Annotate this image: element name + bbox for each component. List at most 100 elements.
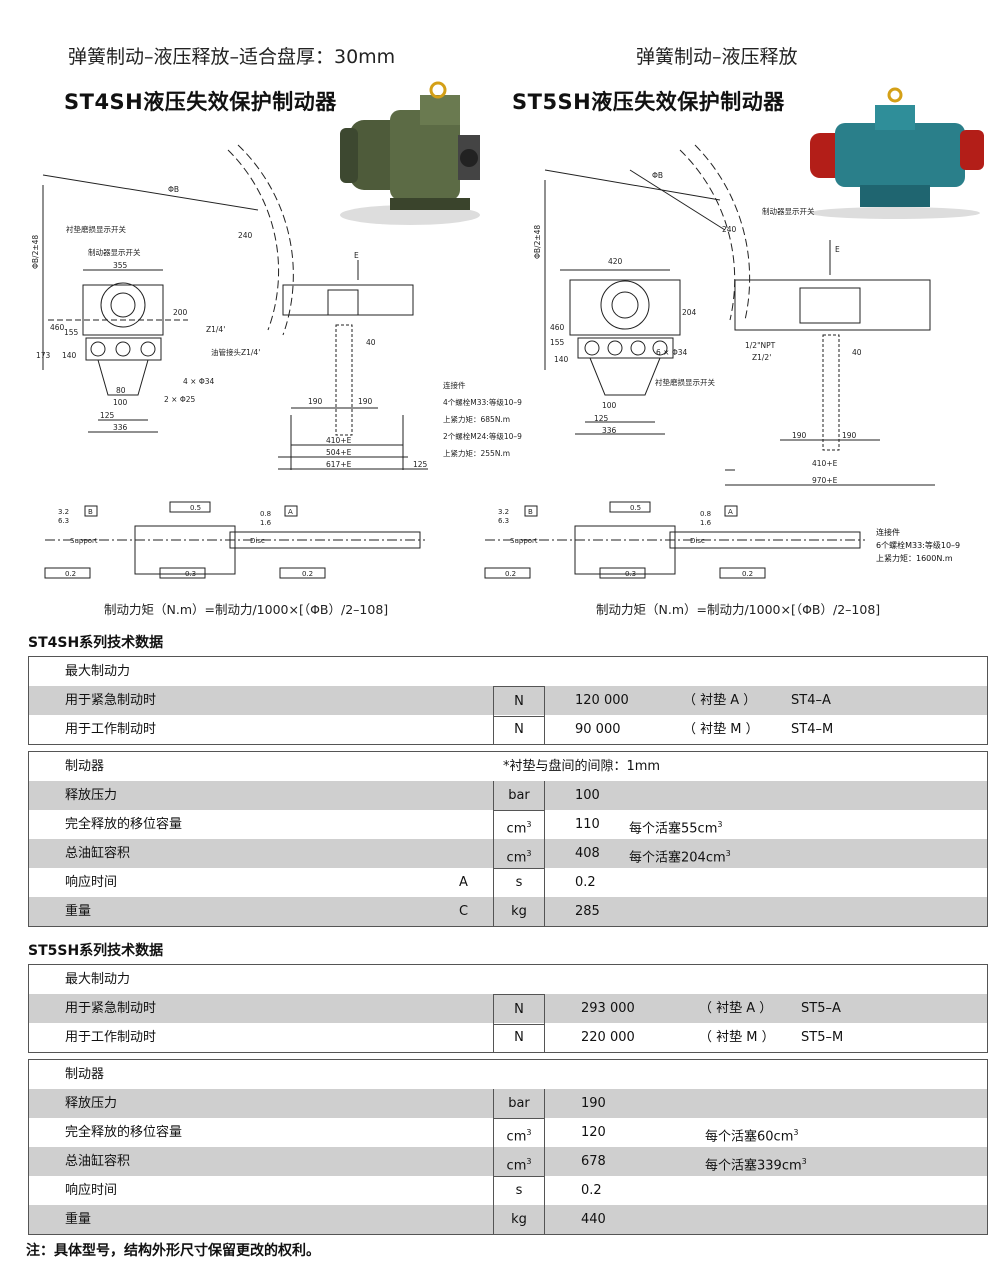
- table-row: 释放压力 bar 190: [29, 1089, 987, 1119]
- row-label: 完全释放的移位容量: [65, 817, 183, 832]
- dim-80: 80: [116, 386, 126, 395]
- dim-e: E: [354, 251, 359, 260]
- st5-tolerance-drawing: 3.2 6.3 B 0.5 0.8 1.6 A Support Disc 0.2…: [484, 501, 865, 579]
- unit-text: cm: [506, 850, 527, 866]
- st4-gap-note: *衬垫与盘间的间隙：1mm: [503, 759, 661, 774]
- row-label: 完全释放的移位容量: [65, 1125, 183, 1140]
- table-row: 总油缸容积 cm3 408 每个活塞204cm3: [29, 839, 987, 869]
- row-pad: （ 衬垫 M ）: [683, 722, 759, 737]
- r-dim-100: 100: [602, 401, 617, 410]
- row-unit: N: [493, 715, 545, 744]
- st4-datum-b: B: [88, 508, 93, 516]
- conn-line-3: 2个螺栓M24:等级10–9: [443, 431, 522, 441]
- r-dim-125: 125: [594, 414, 609, 423]
- r-label-pad-switch: 衬垫磨损显示开关: [655, 377, 715, 387]
- st4-force-table: 最大制动力 用于紧急制动时 N 120 000 （ 衬垫 A ） ST4–A 用…: [28, 656, 988, 745]
- st4-ra-08: 0.8: [260, 510, 271, 518]
- unit-sup: 3: [526, 849, 532, 858]
- st5-connection-notes: 连接件 6个螺栓M33:等级10–9 上紧力矩：1600N.m: [876, 526, 960, 565]
- st4-tol-02-left: 0.2: [65, 570, 76, 578]
- row-value: 120: [581, 1125, 606, 1140]
- note-text: 每个活塞55cm: [629, 821, 718, 837]
- row-unit: kg: [493, 1205, 545, 1234]
- row-code: ST5–A: [801, 1001, 841, 1016]
- st4-ra-63: 6.3: [58, 517, 69, 525]
- dim-190-left: 190: [308, 397, 323, 406]
- dim-2x25: 2 × Φ25: [164, 395, 195, 404]
- dim-240: 240: [238, 231, 253, 240]
- row-label: 总油缸容积: [65, 1154, 131, 1169]
- r-conn-title: 连接件: [876, 528, 900, 537]
- r-dim-140: 140: [554, 355, 569, 364]
- st5-force-header: 最大制动力: [65, 972, 131, 987]
- dim-phi-b: ΦB: [168, 185, 179, 194]
- st4-torque-formula: 制动力矩（N.m）=制动力/1000×[（ΦB）/2–108]: [104, 602, 389, 617]
- r-dim-phi-b: ΦB: [652, 171, 663, 180]
- footnote: 注：具体型号，结构外形尺寸保留更改的权利。: [26, 1243, 320, 1259]
- table-row: 释放压力 bar 100: [29, 781, 987, 811]
- r-dim-240: 240: [722, 225, 737, 234]
- table-row: 重量 kg 440: [29, 1205, 987, 1234]
- row-value: 120 000: [575, 693, 629, 708]
- st5-product-photo: [810, 87, 984, 219]
- st4-tol-02-right: 0.2: [302, 570, 313, 578]
- r-label-brake-switch: 制动器显示开关: [762, 206, 815, 216]
- dim-phi-b2: ΦB/2±48: [31, 235, 40, 269]
- table-row: 重量 C kg 285: [29, 897, 987, 926]
- row-value: 100: [575, 788, 600, 803]
- table-row: 用于工作制动时 N 220 000 （ 衬垫 M ） ST5–M: [29, 1023, 987, 1052]
- conn-line-2: 上紧力矩：685N.m: [443, 414, 510, 424]
- row-label: 响应时间: [65, 875, 118, 890]
- r-dim-970e: 970+E: [812, 476, 838, 485]
- dim-617e: 617+E: [326, 460, 352, 469]
- r-dim-204: 204: [682, 308, 697, 317]
- st4-tolerance-drawing: 3.2 6.3 B 0.5 0.8 1.6 A Support Disc 0.2…: [44, 501, 425, 579]
- conn-title: 连接件: [443, 380, 466, 390]
- table-row: 用于紧急制动时 N 120 000 （ 衬垫 A ） ST4–A: [29, 686, 987, 717]
- st4-disc-label: Disc: [250, 537, 265, 545]
- st4-force-header: 最大制动力: [65, 664, 131, 679]
- left-subtitle: 弹簧制动–液压释放–适合盘厚：30mm: [68, 46, 396, 68]
- row-unit: cm3: [493, 1118, 545, 1148]
- row-unit: cm3: [493, 810, 545, 840]
- unit-text: cm: [506, 1158, 527, 1174]
- row-label: 释放压力: [65, 788, 118, 803]
- st5-technical-drawing: ΦB ΦB/2±48 240 制动器显示开关 420 204 460 155 1…: [533, 144, 935, 486]
- st5-tol-02-right: 0.2: [742, 570, 753, 578]
- row-value: 408: [575, 846, 600, 861]
- st5-tol-02-left: 0.2: [505, 570, 516, 578]
- r-conn-line-2: 上紧力矩：1600N.m: [876, 554, 953, 563]
- row-unit: N: [493, 686, 545, 717]
- st5-torque-formula: 制动力矩（N.m）=制动力/1000×[（ΦB）/2–108]: [596, 602, 881, 617]
- st4-support-label: Support: [70, 537, 98, 545]
- row-mark: C: [459, 904, 469, 919]
- row-value: 678: [581, 1154, 606, 1169]
- st5-disc-label: Disc: [690, 537, 705, 545]
- dim-173: 173: [36, 351, 51, 360]
- note-text: 每个活塞339cm: [705, 1158, 802, 1174]
- r-dim-6x34: 6 × Φ34: [656, 348, 687, 357]
- row-unit: N: [493, 994, 545, 1025]
- st5-force-table: 最大制动力 用于紧急制动时 N 293 000 （ 衬垫 A ） ST5–A 用…: [28, 964, 988, 1053]
- row-label: 用于紧急制动时: [65, 693, 157, 708]
- table-row: 制动器: [29, 1060, 987, 1089]
- row-unit: cm3: [493, 1147, 545, 1177]
- r-dim-40: 40: [852, 348, 862, 357]
- unit-sup: 3: [526, 820, 532, 829]
- unit-sup: 3: [526, 1157, 532, 1166]
- r-dim-phi-b2: ΦB/2±48: [533, 225, 542, 259]
- row-unit: bar: [493, 781, 545, 811]
- label-pad-switch: 衬垫磨损显示开关: [66, 224, 126, 234]
- row-label: 释放压力: [65, 1096, 118, 1111]
- conn-line-1: 4个螺栓M33:等级10–9: [443, 397, 522, 407]
- row-label: 响应时间: [65, 1183, 118, 1198]
- st4-brake-header: 制动器: [65, 759, 105, 774]
- table-row: 用于工作制动时 N 90 000 （ 衬垫 M ） ST4–M: [29, 715, 987, 744]
- dim-190-right: 190: [358, 397, 373, 406]
- row-pad: （ 衬垫 M ）: [699, 1030, 775, 1045]
- r-dim-190-left: 190: [792, 431, 807, 440]
- st4-ra-16: 1.6: [260, 519, 272, 527]
- dim-125b: 125: [413, 460, 428, 469]
- conn-line-4: 上紧力矩：255N.m: [443, 448, 510, 458]
- r-dim-410e: 410+E: [812, 459, 838, 468]
